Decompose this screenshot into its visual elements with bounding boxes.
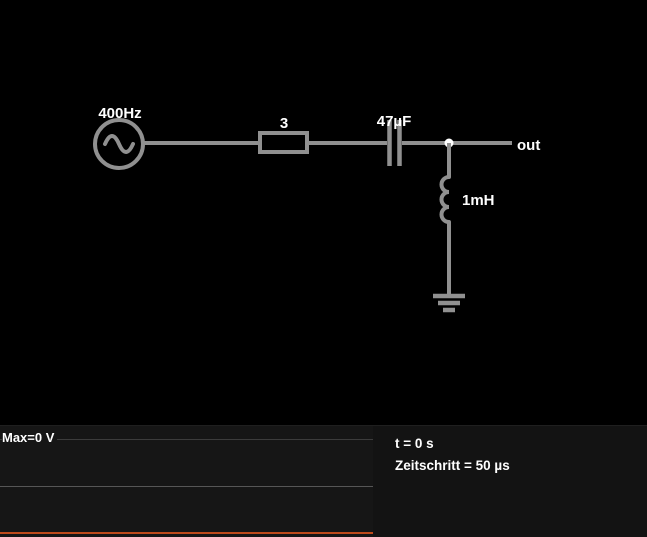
status-info: t = 0 s Zeitschritt = 50 µs xyxy=(395,433,510,477)
bottom-panel: Max=0 V t = 0 s Zeitschritt = 50 µs xyxy=(0,425,647,537)
ground-icon[interactable] xyxy=(433,293,465,313)
capacitor[interactable]: 47µF xyxy=(377,113,412,166)
status-timestep: Zeitschritt = 50 µs xyxy=(395,458,510,473)
scope-trace xyxy=(0,532,373,534)
scope-gridline-top xyxy=(0,439,373,440)
ac-source-label: 400Hz xyxy=(98,105,141,122)
capacitor-label: 47µF xyxy=(377,113,412,130)
inductor-coil[interactable] xyxy=(439,175,451,224)
status-time: t = 0 s xyxy=(395,436,434,451)
inductor[interactable]: 1mH xyxy=(439,175,495,224)
resistor[interactable]: 3 xyxy=(258,115,309,154)
output-label: out xyxy=(517,137,540,154)
sine-wave-icon xyxy=(103,134,135,154)
scope-max-label: Max=0 V xyxy=(2,430,58,445)
inductor-label: 1mH xyxy=(462,192,495,209)
resistor-body[interactable] xyxy=(258,131,309,154)
scope-gridline-middle xyxy=(0,486,373,487)
circuit-canvas[interactable]: 400Hz 3 47µF out 1mH xyxy=(0,0,647,425)
scope-panel[interactable]: Max=0 V xyxy=(0,426,373,537)
ac-source[interactable]: 400Hz xyxy=(93,105,145,170)
resistor-label: 3 xyxy=(280,115,288,132)
